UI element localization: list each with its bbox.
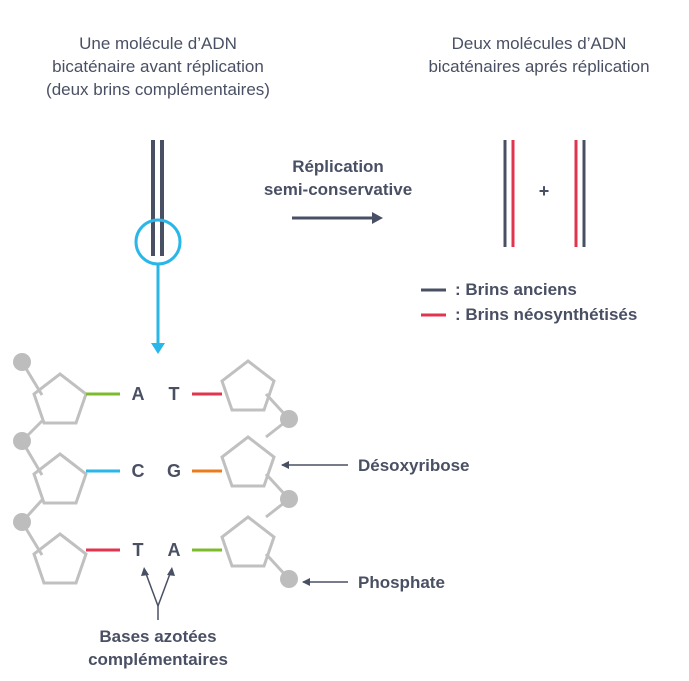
phosphate-right-2: [280, 490, 298, 508]
bases-pointer: [144, 570, 172, 620]
sugar-left-1: [32, 372, 88, 425]
before-line1: Une molécule d’ADN: [79, 34, 237, 53]
bases-label: Bases azotées complémentaires: [68, 625, 248, 671]
sugar-left-3: [32, 532, 88, 585]
desoxyribose-arrow-head: [281, 461, 289, 469]
sugar-right-1: [220, 359, 276, 412]
legend-new-label: : Brins néosynthétisés: [455, 305, 638, 324]
bases-pointer-head-left: [141, 567, 149, 576]
base-row2-left: C: [131, 461, 145, 481]
phosphate-left-2: [13, 432, 31, 450]
sugar-right-3: [220, 515, 276, 568]
phosphate-right-3: [280, 570, 298, 588]
before-line2: bicaténaire avant réplication: [52, 57, 264, 76]
after-line2: bicaténaires aprés réplication: [428, 57, 650, 76]
zoom-circle: [134, 218, 182, 266]
phosphate-right-1: [280, 410, 298, 428]
after-caption: Deux molécules d’ADN bicaténaires aprés …: [389, 32, 689, 78]
replication-arrow-head: [372, 212, 383, 224]
replication-line1: Réplication: [292, 157, 384, 176]
phosphate-arrow-head: [302, 578, 310, 586]
bases-label-line2: complémentaires: [88, 650, 228, 669]
bases-pointer-head-right: [167, 567, 175, 576]
phosphate-label: Phosphate: [358, 573, 445, 592]
base-row1-left: A: [131, 384, 145, 404]
base-row3-left: T: [132, 540, 144, 560]
desoxyribose-label: Désoxyribose: [358, 456, 470, 475]
before-line3: (deux brins complémentaires): [46, 80, 270, 99]
base-row3-right: A: [167, 540, 181, 560]
zoom-arrow-head: [151, 343, 165, 354]
phosphate-left-3: [13, 513, 31, 531]
legend-old-label: : Brins anciens: [455, 280, 577, 299]
sugar-right-2: [220, 435, 276, 488]
sugar-left-2: [32, 452, 88, 505]
phosphate-left-1: [13, 353, 31, 371]
replication-label: Réplication semi-conservative: [228, 155, 448, 201]
after-line1: Deux molécules d’ADN: [451, 34, 627, 53]
replication-line2: semi-conservative: [263, 180, 413, 199]
base-row2-right: G: [166, 461, 181, 481]
bases-label-line1: Bases azotées: [99, 627, 217, 646]
base-row1-right: T: [168, 384, 180, 404]
before-caption: Une molécule d’ADN bicaténaire avant rép…: [8, 32, 308, 101]
left-backbone: [20, 361, 88, 585]
right-backbone: [220, 359, 291, 581]
plus-sign: +: [538, 181, 550, 201]
